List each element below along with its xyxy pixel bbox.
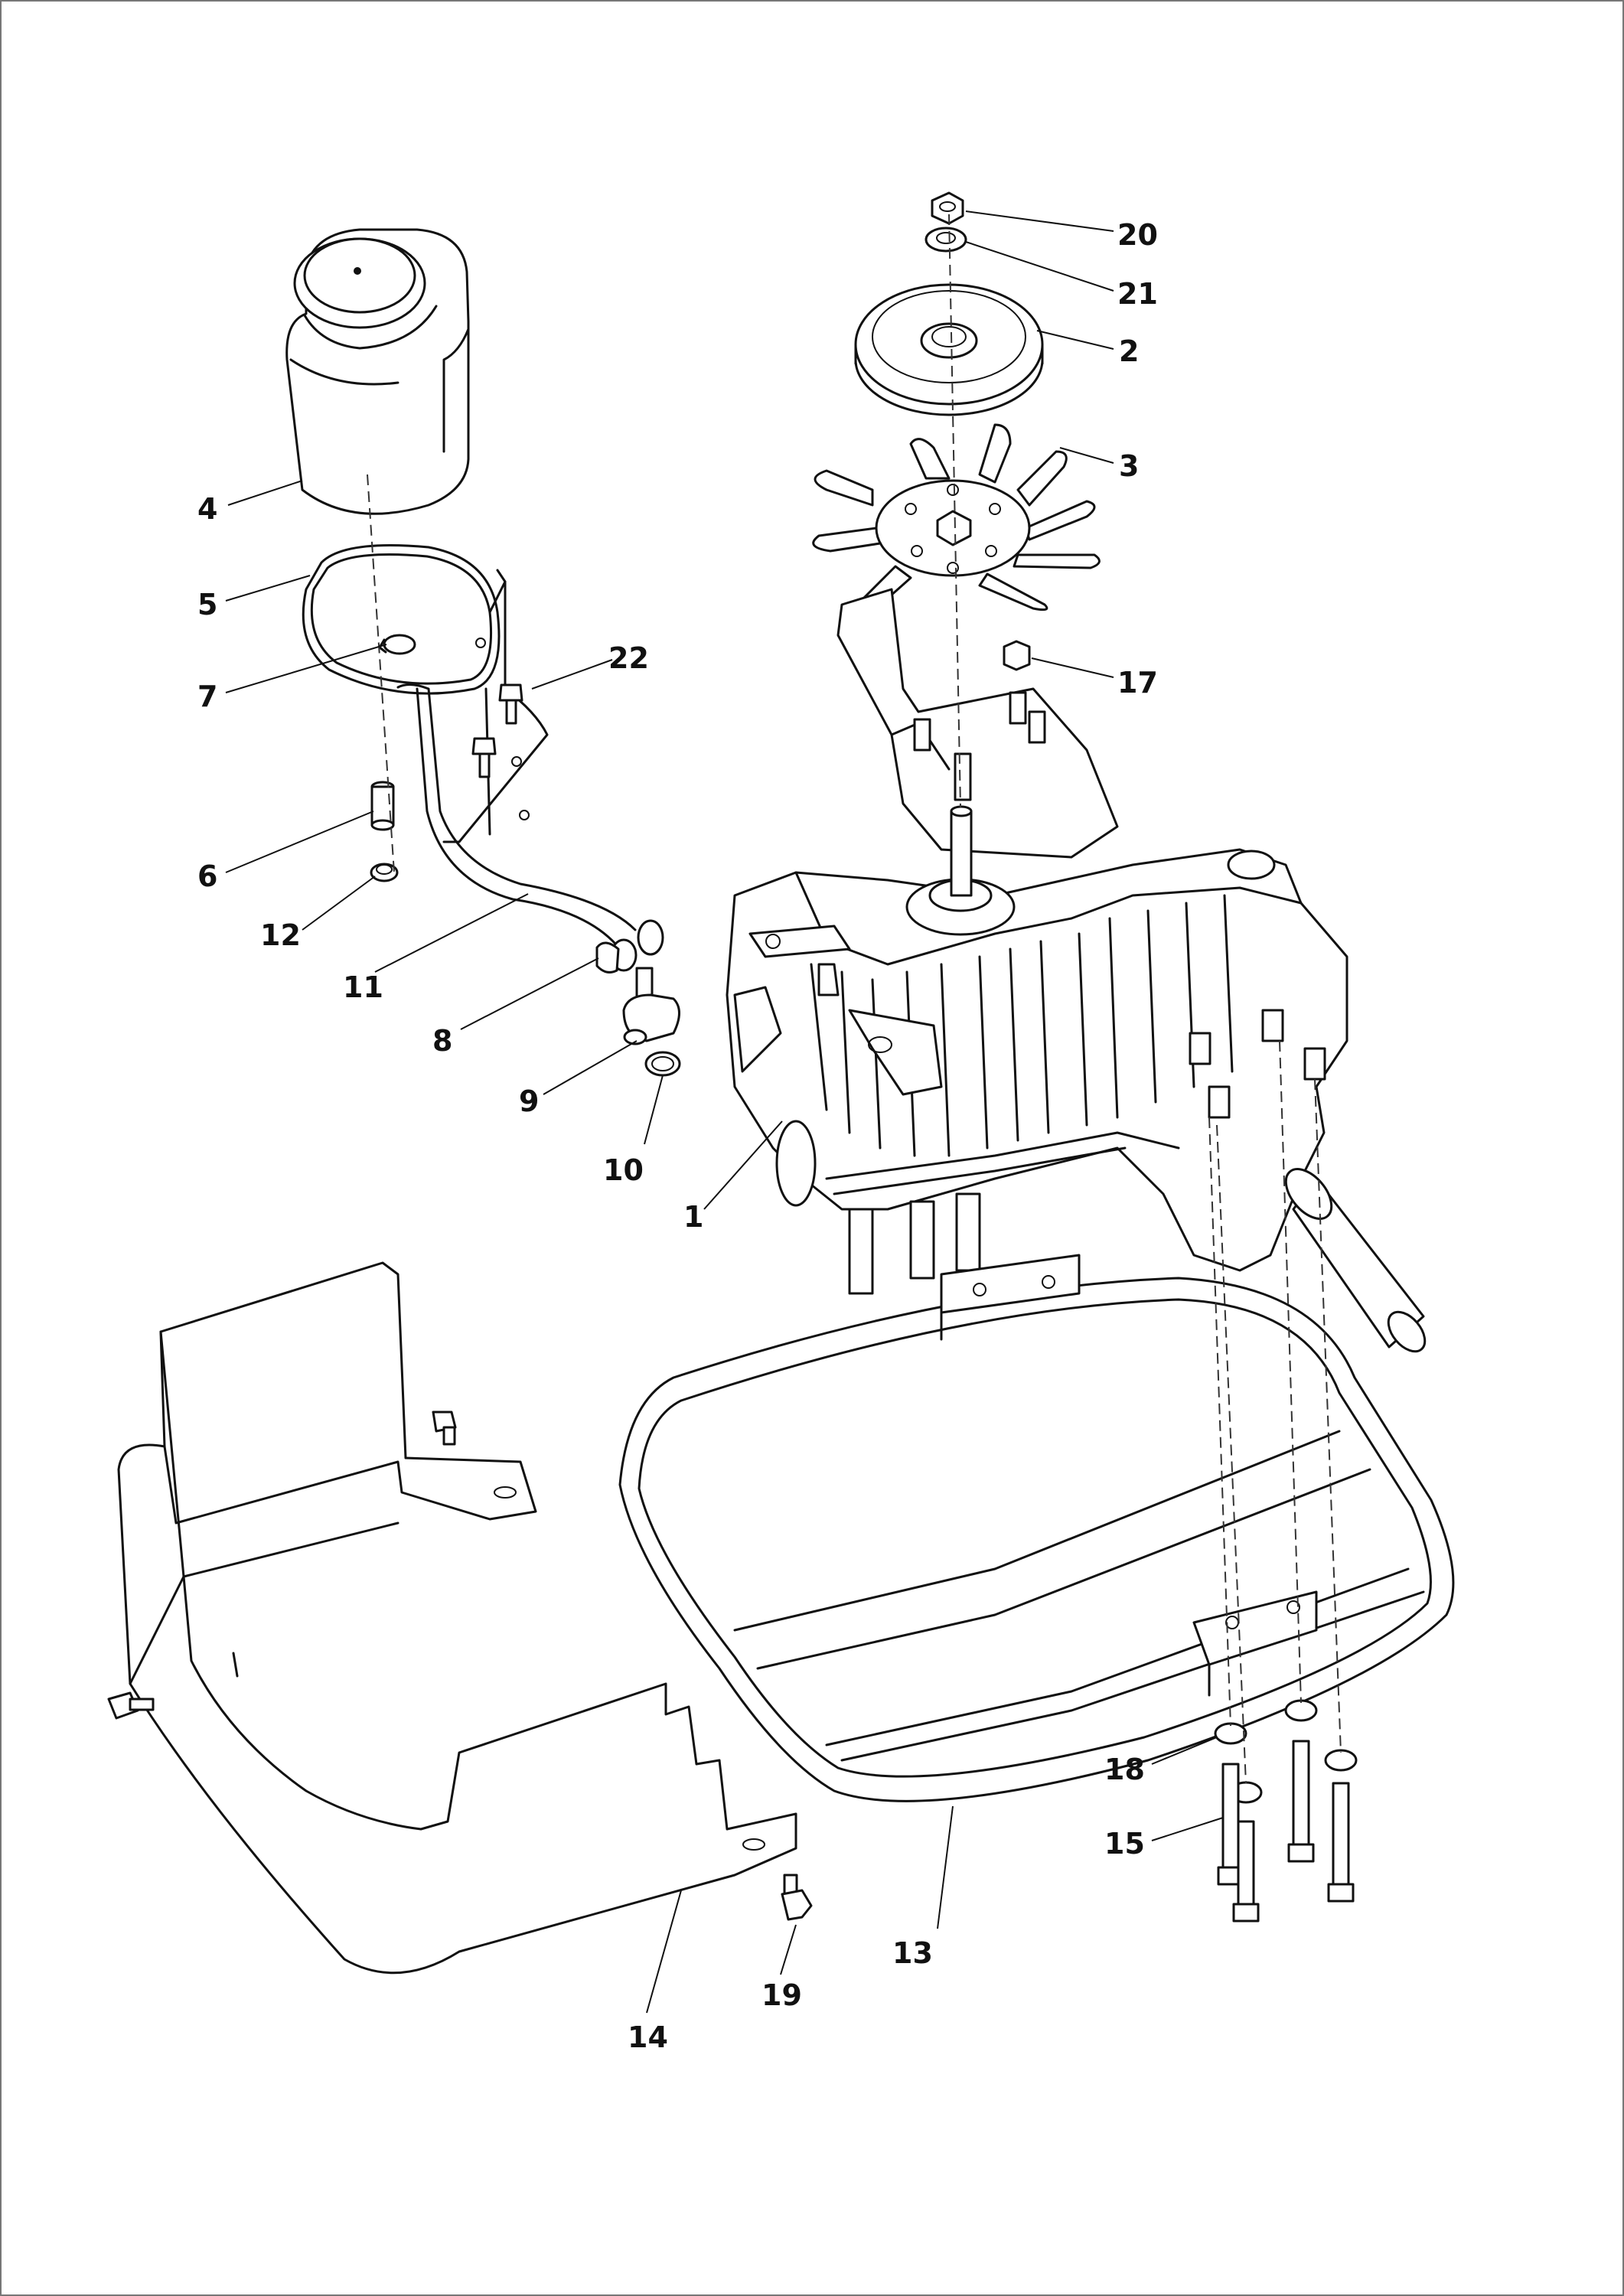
part-18-washer bbox=[1214, 1699, 1358, 1804]
callout-9: 9 bbox=[519, 1084, 539, 1118]
part-5-gasket bbox=[302, 544, 501, 695]
reservoir-bracket bbox=[442, 569, 549, 843]
part-3-fan bbox=[812, 423, 1101, 613]
part-9-elbow bbox=[622, 967, 680, 1045]
callout-11: 11 bbox=[343, 970, 383, 1004]
callout-4: 4 bbox=[197, 492, 217, 526]
part-20-washer bbox=[925, 227, 967, 253]
callout-1: 1 bbox=[683, 1200, 703, 1234]
callout-12: 12 bbox=[260, 918, 301, 952]
callout-21: 19 bbox=[761, 1978, 802, 2012]
part-11-hose bbox=[396, 683, 664, 972]
part-6-tube bbox=[370, 781, 395, 831]
part-4-reservoir bbox=[285, 228, 470, 515]
part-21-bolt bbox=[781, 1874, 813, 1921]
part-19-nut bbox=[931, 191, 964, 225]
part-22-bolt bbox=[471, 683, 523, 778]
callout-17: 17 bbox=[1117, 666, 1158, 700]
part-15-bolt bbox=[1217, 1740, 1355, 1923]
callout-20: 21 bbox=[1117, 277, 1158, 311]
callout-13: 13 bbox=[892, 1936, 933, 1970]
callout-10: 10 bbox=[603, 1153, 644, 1187]
part-14-shield bbox=[107, 1261, 797, 1975]
callout-labels: 20 21 2 3 17 4 5 7 22 6 12 11 8 9 10 1 1… bbox=[197, 218, 1158, 2054]
callout-19: 20 bbox=[1117, 218, 1158, 252]
callout-8: 8 bbox=[432, 1024, 452, 1058]
part-2-pulley bbox=[854, 283, 1044, 416]
callout-3: 3 bbox=[1119, 449, 1139, 483]
callout-6: 6 bbox=[197, 859, 217, 893]
part-12-clamp bbox=[370, 863, 399, 882]
callout-15: 15 bbox=[1104, 1827, 1145, 1861]
callout-18: 18 bbox=[1104, 1753, 1145, 1786]
callout-7: 7 bbox=[197, 680, 217, 713]
callout-14: 14 bbox=[628, 2020, 668, 2054]
part-13-frame bbox=[618, 1254, 1455, 1802]
callout-5: 5 bbox=[197, 588, 217, 621]
callout-2: 2 bbox=[1119, 334, 1139, 368]
leader-lines bbox=[225, 210, 1224, 2014]
part-17-nut bbox=[1003, 640, 1031, 671]
callout-22: 22 bbox=[608, 641, 649, 675]
part-1-transmission bbox=[726, 588, 1427, 1353]
assembly-lines bbox=[367, 214, 1342, 1784]
part-8-hose-clamp bbox=[595, 941, 620, 974]
part-10-o-ring bbox=[644, 1051, 681, 1077]
